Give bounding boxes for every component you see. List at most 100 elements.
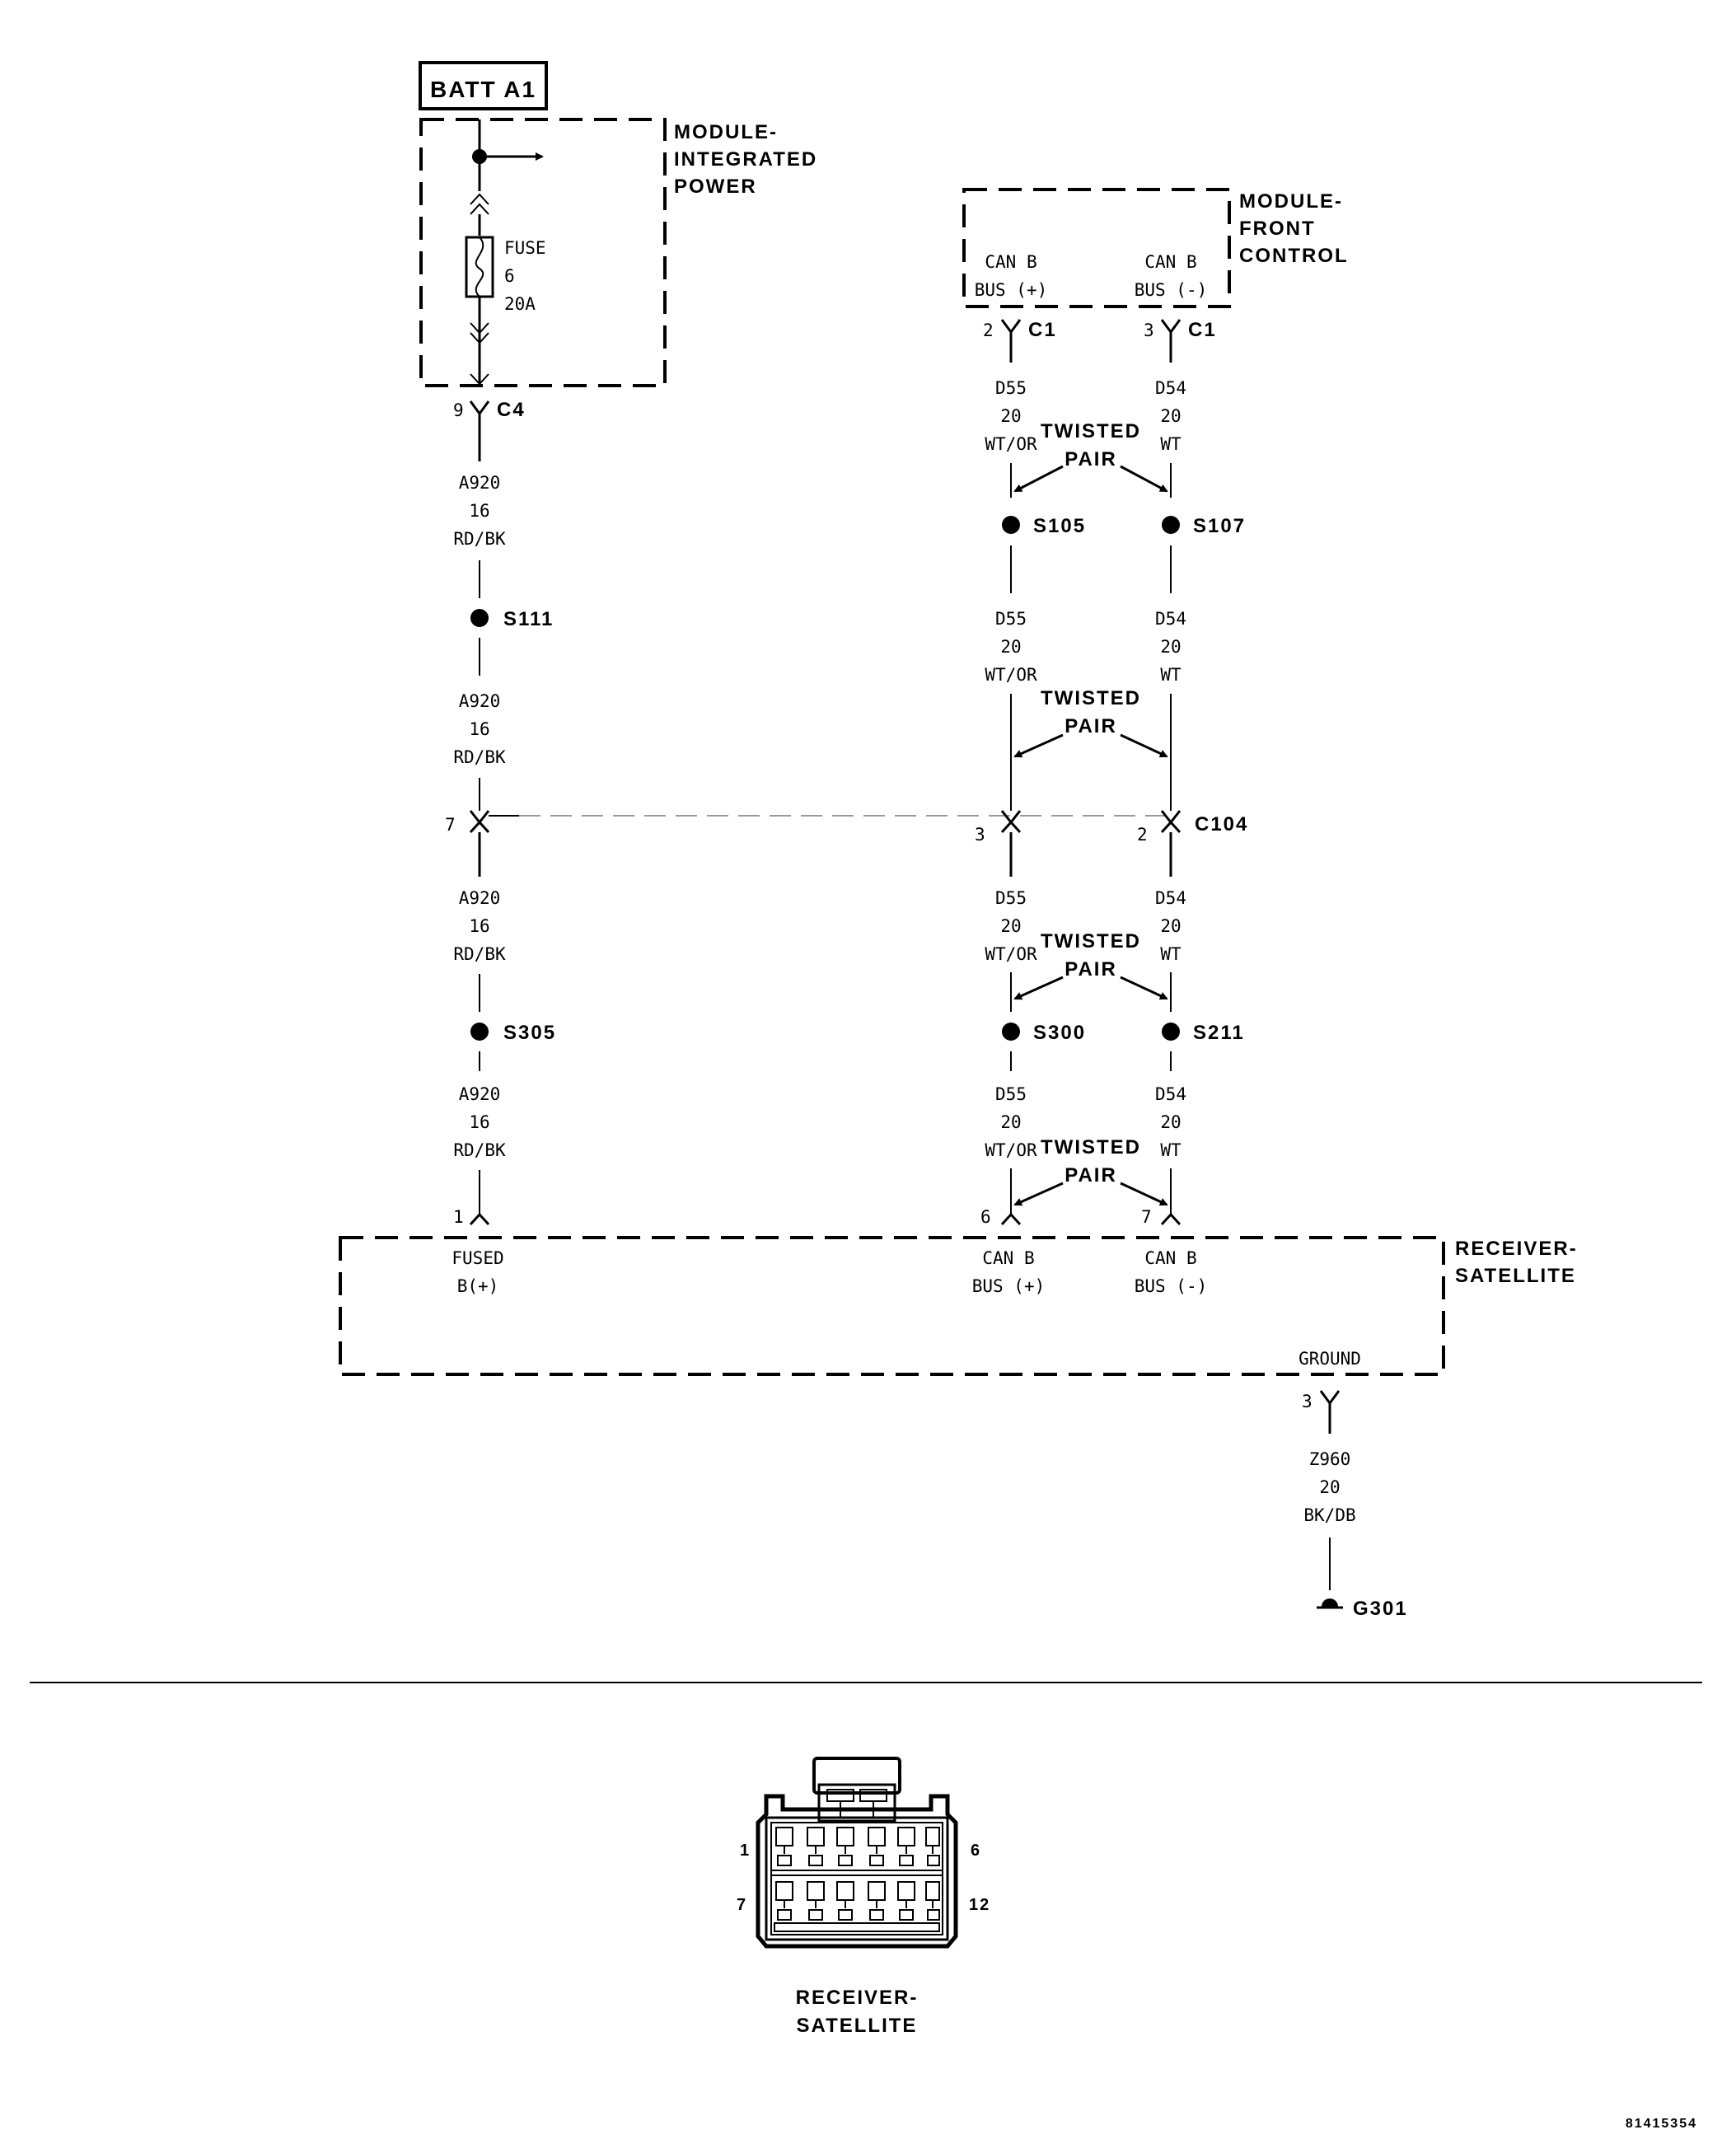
z960-gauge: 20	[1319, 1477, 1340, 1497]
a920-label-1: A920	[459, 473, 501, 493]
power-feed	[470, 119, 544, 236]
d54-color-4: WT	[1160, 1140, 1182, 1160]
c104-pin-3: 3	[975, 825, 985, 845]
cv-pin-6: 6	[971, 1842, 981, 1860]
a920-color-2: RD/BK	[453, 747, 506, 767]
wire-a920-segment-1: A920 16 RD/BK	[453, 473, 506, 598]
fuse-rating: 20A	[504, 294, 536, 314]
cv-title-1: RECEIVER-	[796, 1987, 919, 2009]
d55-color-4: WT/OR	[985, 1140, 1037, 1160]
rs-fused-1: FUSED	[452, 1248, 503, 1268]
s300-label: S300	[1033, 1022, 1086, 1044]
receiver-satellite-module: RECEIVER- SATELLITE FUSED B(+) CAN B BUS…	[339, 1236, 1578, 1376]
a920-gauge-3: 16	[469, 916, 489, 936]
a920-gauge-2: 16	[469, 719, 489, 739]
connector-c104: 7 3 2 C104	[445, 810, 1248, 877]
rs-pin-7: 7	[1141, 1207, 1152, 1227]
c1-pin-2: 2	[983, 321, 994, 340]
d55-label-3: D55	[995, 888, 1027, 908]
c104-pin-2: 2	[1137, 825, 1148, 845]
twisted-pair-section-4: D55 20 WT/OR D54 20 WT TWISTED PAIR 6 7	[980, 1051, 1186, 1227]
d55-gauge-1: 20	[1000, 406, 1021, 426]
fuse-label: FUSE	[504, 238, 546, 258]
cv-pin-12: 12	[969, 1896, 990, 1914]
connector-pins-top-row	[775, 1827, 940, 1866]
d54-gauge-2: 20	[1160, 637, 1181, 657]
twisted-pair-section-1: D55 20 WT/OR D54 20 WT TWISTED PAIR	[985, 378, 1186, 498]
fuse-number: 6	[504, 266, 515, 286]
d55-gauge-4: 20	[1000, 1112, 1021, 1132]
d55-color-2: WT/OR	[985, 665, 1037, 685]
d55-label-1: D55	[995, 378, 1027, 398]
rs-canp-1: CAN B	[982, 1248, 1034, 1268]
d54-label-1: D54	[1155, 378, 1186, 398]
d55-color-1: WT/OR	[985, 434, 1037, 454]
splice-s105: S105	[1002, 515, 1084, 537]
d54-label-2: D54	[1155, 609, 1186, 629]
rs-canm-1: CAN B	[1144, 1248, 1196, 1268]
cv-pin-1: 1	[740, 1842, 751, 1860]
s107-label: S107	[1193, 515, 1246, 537]
a920-color-3: RD/BK	[453, 944, 506, 964]
d55-label-4: D55	[995, 1084, 1027, 1104]
rs-pin-1: 1	[453, 1207, 464, 1227]
fcm-canp-2: BUS (+)	[975, 280, 1048, 300]
fcm-label-1: MODULE-	[1239, 190, 1343, 213]
receiver-connector-view: 1 6 7 12 RECEIVER- SATELLITE	[737, 1757, 990, 2037]
c1-label-left: C1	[1028, 319, 1057, 341]
ground-g301: G301	[1317, 1598, 1408, 1620]
s211-label: S211	[1193, 1022, 1245, 1044]
rs-pin-3: 3	[1302, 1392, 1313, 1411]
twisted-label-2: TWISTED	[1041, 687, 1141, 709]
d54-gauge-1: 20	[1160, 406, 1181, 426]
rsat-label-1: RECEIVER-	[1455, 1238, 1578, 1260]
wire-a920-segment-4: A920 16 RD/BK 1	[453, 1051, 506, 1227]
connector-pins-bottom-row	[775, 1881, 940, 1921]
wire-a920-segment-2: A920 16 RD/BK	[453, 638, 506, 811]
wire-a920-segment-3: A920 16 RD/BK	[453, 888, 506, 1012]
s111-label: S111	[503, 608, 554, 630]
a920-color-1: RD/BK	[453, 529, 506, 549]
twisted-pair-section-2: D55 20 WT/OR D54 20 WT TWISTED PAIR	[985, 545, 1186, 811]
module-front-control: MODULE- FRONT CONTROL CAN B BUS (+) CAN …	[962, 188, 1349, 308]
d54-label-4: D54	[1155, 1084, 1186, 1104]
z960-label: Z960	[1309, 1449, 1351, 1469]
module-integrated-power: MODULE- INTEGRATED POWER	[419, 118, 817, 387]
d54-color-2: WT	[1160, 665, 1182, 685]
a920-label-3: A920	[459, 888, 501, 908]
c4-pin: 9	[453, 400, 464, 420]
d55-gauge-3: 20	[1000, 916, 1021, 936]
splice-s111: S111	[470, 608, 554, 630]
fcm-canm-2: BUS (-)	[1135, 280, 1208, 300]
ipm-label-2: INTEGRATED	[674, 148, 817, 171]
d54-color-1: WT	[1160, 434, 1182, 454]
rs-fused-2: B(+)	[457, 1276, 499, 1296]
c1-label-right: C1	[1188, 319, 1217, 341]
batt-a1-label: BATT A1	[419, 61, 548, 110]
c104-pin-7: 7	[445, 815, 456, 835]
pair-label-3: PAIR	[1065, 958, 1117, 981]
d54-gauge-4: 20	[1160, 1112, 1181, 1132]
batt-text: BATT A1	[430, 77, 536, 102]
rs-ground: GROUND	[1298, 1349, 1361, 1369]
rs-pin-6: 6	[980, 1207, 991, 1227]
a920-gauge-1: 16	[469, 501, 489, 521]
z960-color: BK/DB	[1303, 1505, 1355, 1525]
c104-label: C104	[1195, 813, 1248, 835]
d55-color-3: WT/OR	[985, 944, 1037, 964]
ground-circuit: 3 Z960 20 BK/DB	[1302, 1390, 1356, 1590]
c1-pin-3: 3	[1144, 321, 1154, 340]
a920-color-4: RD/BK	[453, 1140, 506, 1160]
fcm-label-3: CONTROL	[1239, 245, 1349, 267]
a920-gauge-4: 16	[469, 1112, 489, 1132]
rs-canm-2: BUS (-)	[1135, 1276, 1208, 1296]
rsat-label-2: SATELLITE	[1455, 1265, 1576, 1287]
g301-label: G301	[1353, 1598, 1408, 1620]
twisted-label-1: TWISTED	[1041, 420, 1141, 442]
twisted-label-3: TWISTED	[1041, 930, 1141, 952]
a920-label-2: A920	[459, 691, 501, 711]
d54-label-3: D54	[1155, 888, 1186, 908]
pair-label-4: PAIR	[1065, 1164, 1117, 1186]
ipm-label-3: POWER	[674, 176, 757, 198]
splice-s211: S211	[1162, 1022, 1245, 1044]
